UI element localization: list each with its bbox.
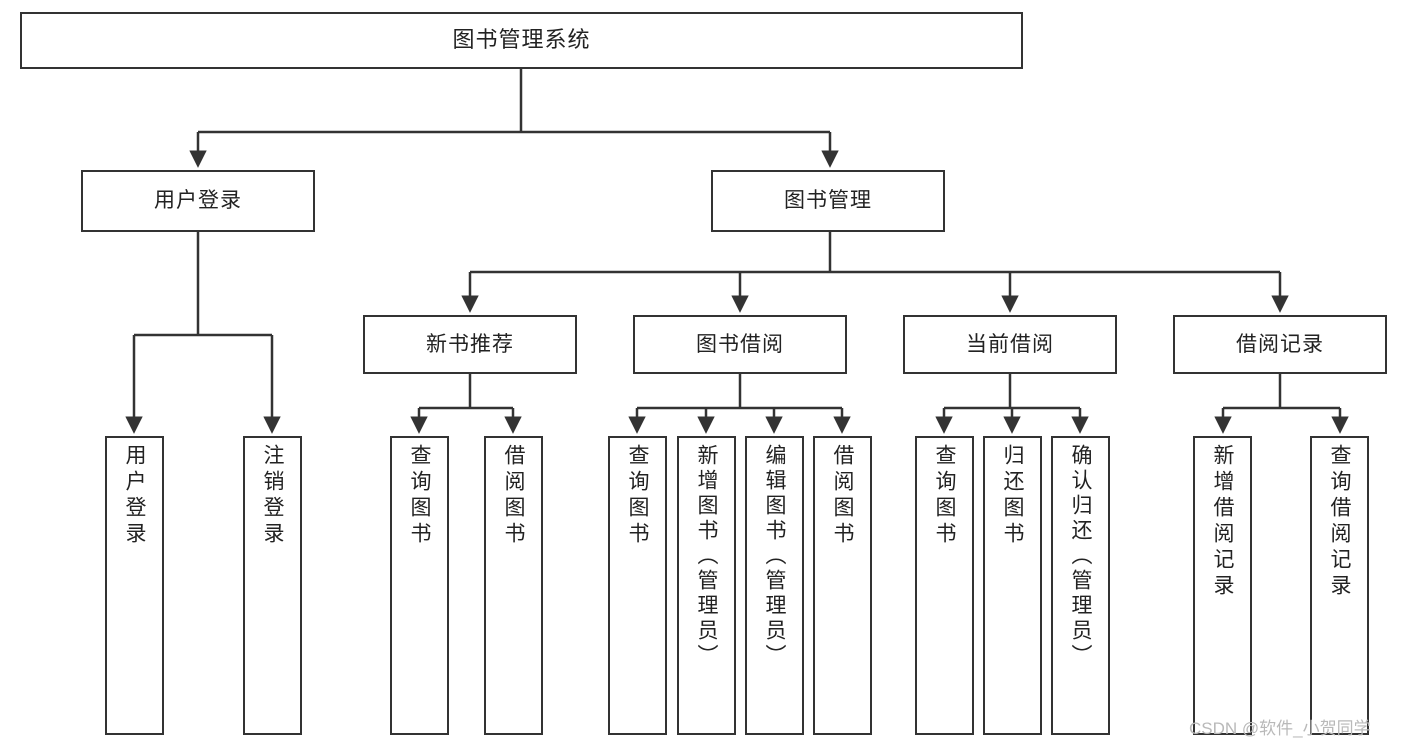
node-label: 注销登录 bbox=[261, 444, 284, 548]
node-label: 新增图书（管理员） bbox=[695, 444, 718, 669]
node-label: 图书借阅 bbox=[696, 332, 784, 356]
node-leaf-borrow-book-2[interactable]: 借阅图书 bbox=[813, 436, 872, 735]
node-borrow-record[interactable]: 借阅记录 bbox=[1173, 315, 1387, 374]
node-leaf-add-record[interactable]: 新增借阅记录 bbox=[1193, 436, 1252, 735]
node-label: 查询图书 bbox=[933, 444, 956, 548]
node-root-system[interactable]: 图书管理系统 bbox=[20, 12, 1023, 69]
node-label: 新书推荐 bbox=[426, 332, 514, 356]
node-label: 用户登录 bbox=[154, 189, 242, 213]
node-leaf-query-book-3[interactable]: 查询图书 bbox=[915, 436, 974, 735]
node-book-borrow[interactable]: 图书借阅 bbox=[633, 315, 847, 374]
node-new-book-recommend[interactable]: 新书推荐 bbox=[363, 315, 577, 374]
node-label: 查询图书 bbox=[408, 444, 431, 548]
node-label: 查询借阅记录 bbox=[1328, 444, 1351, 600]
node-label: 借阅记录 bbox=[1236, 332, 1324, 356]
node-current-borrow[interactable]: 当前借阅 bbox=[903, 315, 1117, 374]
node-label: 图书管理 bbox=[784, 189, 872, 213]
node-label: 归还图书 bbox=[1001, 444, 1024, 548]
node-label: 查询图书 bbox=[626, 444, 649, 548]
node-leaf-borrow-book-1[interactable]: 借阅图书 bbox=[484, 436, 543, 735]
node-book-manage[interactable]: 图书管理 bbox=[711, 170, 945, 232]
node-label: 新增借阅记录 bbox=[1211, 444, 1234, 600]
node-label: 确认归还（管理员） bbox=[1069, 444, 1092, 669]
node-leaf-confirm-return[interactable]: 确认归还（管理员） bbox=[1051, 436, 1110, 735]
node-label: 编辑图书（管理员） bbox=[763, 444, 786, 669]
node-user-login[interactable]: 用户登录 bbox=[81, 170, 315, 232]
node-leaf-query-book-2[interactable]: 查询图书 bbox=[608, 436, 667, 735]
node-leaf-return-book[interactable]: 归还图书 bbox=[983, 436, 1042, 735]
node-label: 借阅图书 bbox=[831, 444, 854, 548]
node-label: 图书管理系统 bbox=[452, 27, 591, 53]
node-leaf-edit-book[interactable]: 编辑图书（管理员） bbox=[745, 436, 804, 735]
node-label: 当前借阅 bbox=[966, 332, 1054, 356]
node-label: 借阅图书 bbox=[502, 444, 525, 548]
node-leaf-logout-login[interactable]: 注销登录 bbox=[243, 436, 302, 735]
node-label: 用户登录 bbox=[123, 444, 146, 548]
node-leaf-query-book-1[interactable]: 查询图书 bbox=[390, 436, 449, 735]
node-leaf-query-record[interactable]: 查询借阅记录 bbox=[1310, 436, 1369, 735]
node-leaf-user-login[interactable]: 用户登录 bbox=[105, 436, 164, 735]
node-leaf-add-book[interactable]: 新增图书（管理员） bbox=[677, 436, 736, 735]
watermark-text: CSDN @软件_小贺同学 bbox=[1189, 719, 1371, 738]
